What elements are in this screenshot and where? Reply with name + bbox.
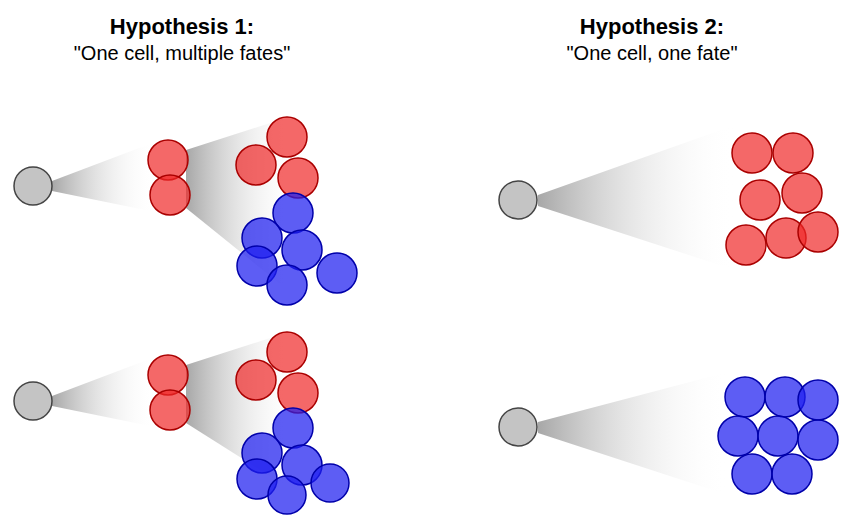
progenitor-cell	[499, 181, 537, 219]
blue-cell	[268, 476, 306, 514]
hypothesis-subtitle: "One cell, multiple fates"	[74, 42, 291, 65]
blue-cell	[725, 377, 765, 417]
red-cell	[740, 180, 780, 220]
progenitor-cell	[14, 167, 52, 205]
red-cell	[148, 355, 188, 395]
red-cell	[267, 117, 307, 157]
red-cell	[278, 373, 318, 413]
lineage-cone	[52, 357, 155, 427]
red-cell	[726, 225, 766, 265]
blue-cell	[798, 420, 838, 460]
red-cell	[798, 212, 838, 252]
hypothesis-heading: Hypothesis 1:	[110, 14, 254, 40]
red-cell	[278, 158, 318, 198]
red-cell	[150, 390, 190, 430]
blue-cell	[732, 454, 772, 494]
red-cell	[782, 173, 822, 213]
lineage-single-red	[499, 125, 838, 270]
red-cell	[236, 145, 276, 185]
red-cell	[732, 133, 772, 173]
red-cell	[148, 140, 188, 180]
lineage-multi-top	[14, 115, 357, 305]
blue-cell	[798, 380, 838, 420]
red-cell	[236, 360, 276, 400]
blue-cell	[718, 416, 758, 456]
lineage-cone	[538, 125, 735, 270]
lineage-single-blue	[499, 372, 838, 495]
hypothesis-heading: Hypothesis 2:	[580, 14, 724, 40]
blue-cell	[311, 464, 349, 502]
progenitor-cell	[14, 382, 52, 420]
lineage-cone	[538, 372, 728, 495]
hypothesis-subtitle: "One cell, one fate"	[567, 42, 738, 65]
lineage-cone	[52, 142, 155, 212]
blue-cell	[267, 265, 307, 305]
red-cell	[150, 175, 190, 215]
blue-cell	[317, 253, 357, 293]
red-cell	[773, 133, 813, 173]
blue-cell	[758, 416, 798, 456]
lineage-multi-bottom	[14, 330, 349, 514]
progenitor-cell	[499, 408, 537, 446]
blue-cell	[772, 454, 812, 494]
blue-cell	[282, 230, 322, 270]
red-cell	[267, 332, 307, 372]
